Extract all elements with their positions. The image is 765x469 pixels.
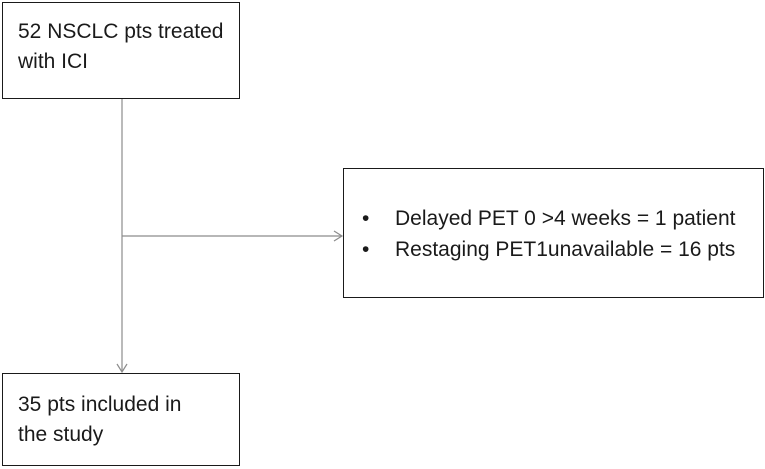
main-flow-arrowhead	[116, 363, 128, 374]
exclusion-box: • Delayed PET 0 >4 weeks = 1 patient • R…	[343, 168, 764, 298]
enrolled-patients-line-2: with ICI	[18, 50, 89, 73]
exclusion-item-text: Restaging PET1unavailable = 16 pts	[395, 238, 736, 261]
bullet-icon: •	[362, 238, 370, 261]
bullet-icon: •	[362, 207, 370, 230]
exclusion-list: • Delayed PET 0 >4 weeks = 1 patient • R…	[362, 203, 763, 265]
enrolled-patients-box: 52 NSCLC pts treated with ICI	[2, 2, 240, 99]
exclusion-item: • Delayed PET 0 >4 weeks = 1 patient	[362, 203, 763, 234]
exclusion-branch-arrowhead	[333, 230, 344, 242]
included-patients-line-2: the study	[18, 423, 104, 446]
exclusion-item: • Restaging PET1unavailable = 16 pts	[362, 234, 763, 265]
included-patients-box: 35 pts included in the study	[2, 373, 240, 466]
exclusion-item-text: Delayed PET 0 >4 weeks = 1 patient	[395, 207, 736, 230]
enrolled-patients-line-1: 52 NSCLC pts treated	[18, 20, 224, 43]
included-patients-line-1: 35 pts included in	[18, 393, 182, 416]
